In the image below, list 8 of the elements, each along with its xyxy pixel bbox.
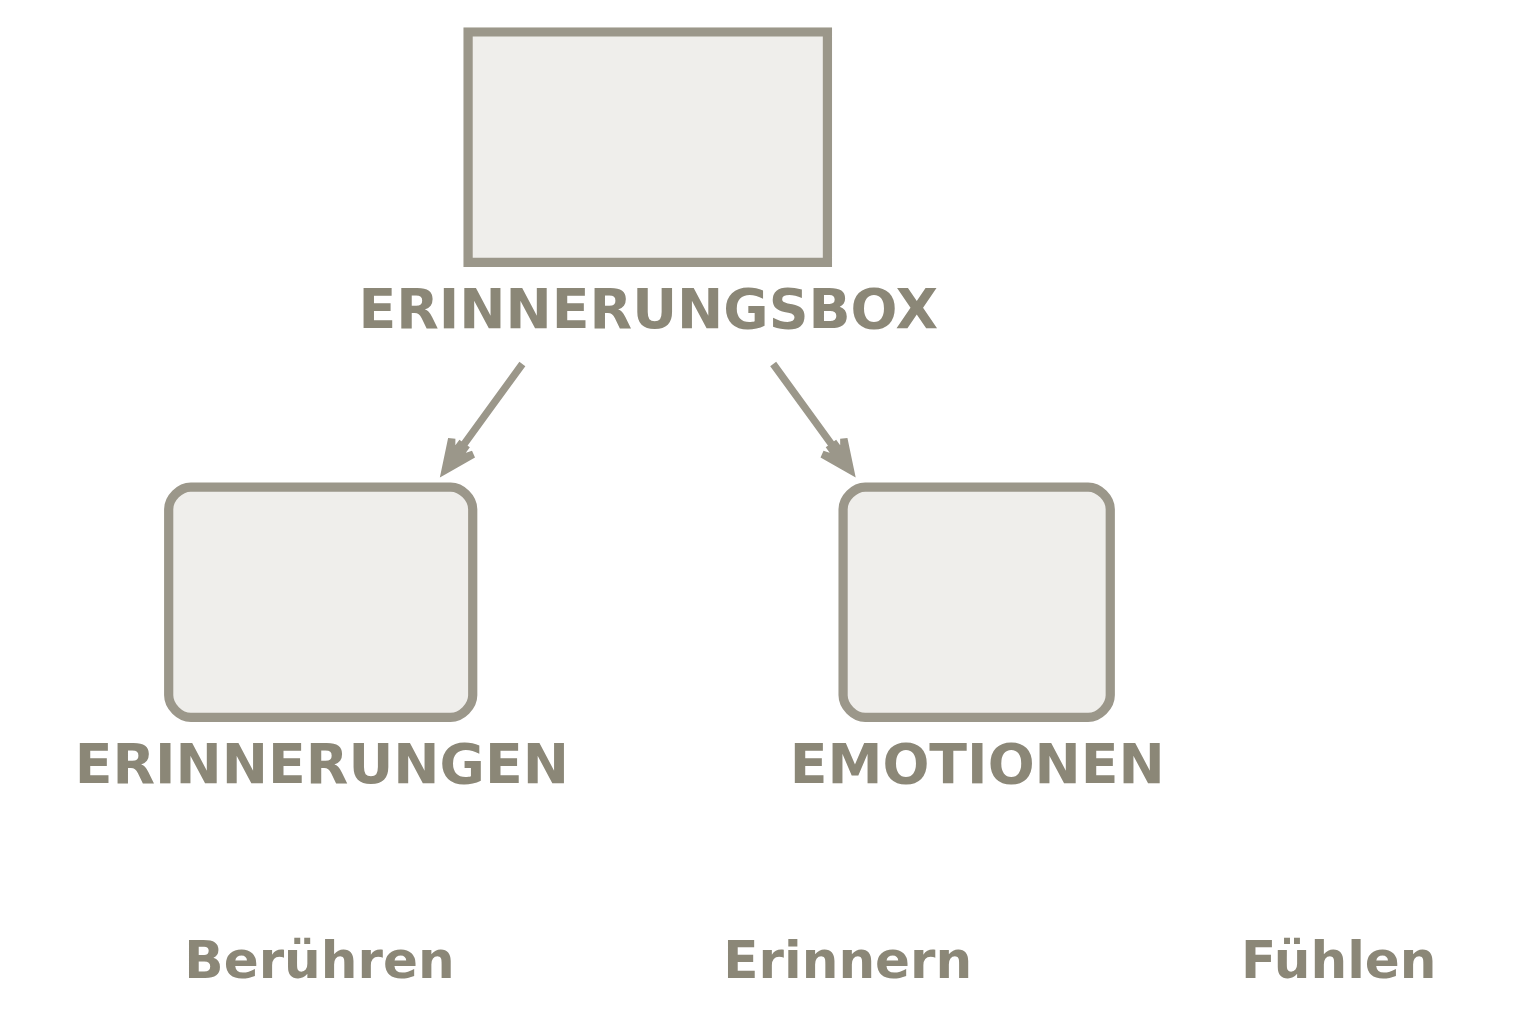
node-box	[838, 482, 1115, 723]
label: Erinnern	[723, 930, 973, 990]
label: Fühlen	[1241, 930, 1437, 990]
node-box	[164, 482, 478, 723]
label: Berühren	[184, 930, 455, 990]
node-label: ERINNERUNGSBOX	[358, 276, 939, 341]
node-label: EMOTIONEN	[789, 731, 1165, 796]
node-label: ERINNERUNGEN	[74, 731, 569, 796]
